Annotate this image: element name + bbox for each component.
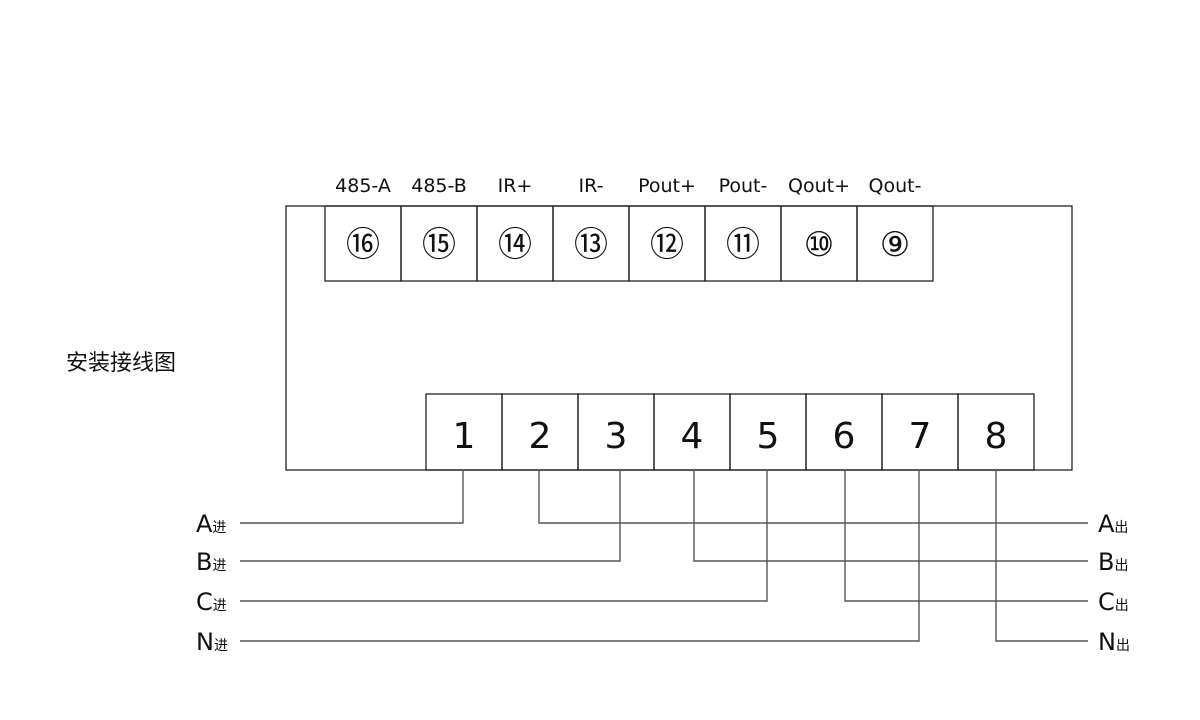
input-label: A进: [196, 510, 226, 538]
terminal-number: 3: [605, 416, 628, 457]
terminal-number: 8: [985, 416, 1008, 457]
input-label: N进: [196, 628, 228, 656]
diagram-title: 安装接线图: [66, 351, 176, 376]
terminal-number: ⑮: [422, 225, 456, 265]
phase-letter: C: [196, 588, 213, 616]
wire-b-in: [240, 470, 621, 562]
wire-a-in: [240, 470, 464, 524]
terminal-label: Pout+: [638, 175, 696, 197]
terminal-number: 5: [757, 416, 780, 457]
output-label: N出: [1098, 628, 1130, 656]
top-terminal: ⑭ IR+: [476, 175, 554, 282]
phase-suffix: 出: [1114, 558, 1128, 574]
terminal-number: 2: [529, 416, 552, 457]
bottom-terminal: 2: [501, 393, 579, 471]
top-terminal: ⑬ IR-: [552, 175, 630, 282]
top-terminal: ⑫ Pout+: [628, 175, 706, 282]
terminal-number: ⑭: [498, 225, 532, 265]
terminal-label: Pout-: [719, 175, 768, 197]
bottom-terminal: 7: [881, 393, 959, 471]
terminal-label: Qout-: [869, 175, 922, 197]
top-terminal: ⑯ 485-A: [324, 175, 402, 282]
phase-suffix: 出: [1115, 598, 1129, 614]
top-terminal: ⑪ Pout-: [704, 175, 782, 282]
phase-suffix: 出: [1114, 520, 1128, 536]
phase-suffix: 出: [1116, 638, 1130, 654]
terminal-number: ⑨: [880, 225, 910, 265]
wire-c-out: [844, 470, 1088, 602]
terminal-number: 1: [453, 416, 476, 457]
bottom-terminal: 4: [653, 393, 731, 471]
input-label: B进: [196, 548, 226, 576]
phase-letter: A: [196, 510, 213, 538]
top-terminal: ⑨ Qout-: [856, 175, 934, 282]
terminal-number: ⑬: [574, 225, 608, 265]
top-terminal: ⑮ 485-B: [400, 175, 478, 282]
terminal-label: Qout+: [788, 175, 850, 197]
phase-letter: B: [1098, 548, 1114, 576]
bottom-terminal: 5: [729, 393, 807, 471]
top-terminal: ⑩ Qout+: [780, 175, 858, 282]
output-label: B出: [1098, 548, 1128, 576]
terminal-box: [856, 205, 934, 282]
phase-letter: A: [1098, 510, 1115, 538]
phase-letter: B: [196, 548, 212, 576]
wire-c-in: [240, 470, 768, 602]
bottom-terminal: 6: [805, 393, 883, 471]
terminal-label: IR-: [579, 175, 604, 197]
terminal-number: ⑪: [726, 225, 760, 265]
wire-a-out: [538, 470, 1088, 524]
terminal-label: IR+: [498, 175, 533, 197]
wire-n-out: [995, 470, 1088, 642]
wire-n-in: [240, 470, 920, 642]
terminal-number: 4: [681, 416, 704, 457]
terminal-number: ⑩: [804, 225, 834, 265]
phase-letter: N: [196, 628, 214, 656]
terminal-number: 6: [833, 416, 856, 457]
phase-suffix: 进: [213, 598, 227, 614]
input-label: C进: [196, 588, 227, 616]
terminal-number: ⑯: [346, 225, 380, 265]
terminal-label: 485-A: [335, 175, 391, 197]
terminal-number: ⑫: [650, 225, 684, 265]
output-label: C出: [1098, 588, 1129, 616]
phase-letter: C: [1098, 588, 1115, 616]
bottom-terminal: 8: [957, 393, 1035, 471]
bottom-terminal: 3: [577, 393, 655, 471]
wire-b-out: [693, 470, 1088, 562]
output-label: A出: [1098, 510, 1128, 538]
phase-letter: N: [1098, 628, 1116, 656]
phase-suffix: 进: [214, 638, 228, 654]
phase-suffix: 进: [212, 558, 226, 574]
bottom-terminal: 1: [425, 393, 503, 471]
terminal-label: 485-B: [411, 175, 466, 197]
phase-suffix: 进: [212, 520, 226, 536]
terminal-number: 7: [909, 416, 932, 457]
